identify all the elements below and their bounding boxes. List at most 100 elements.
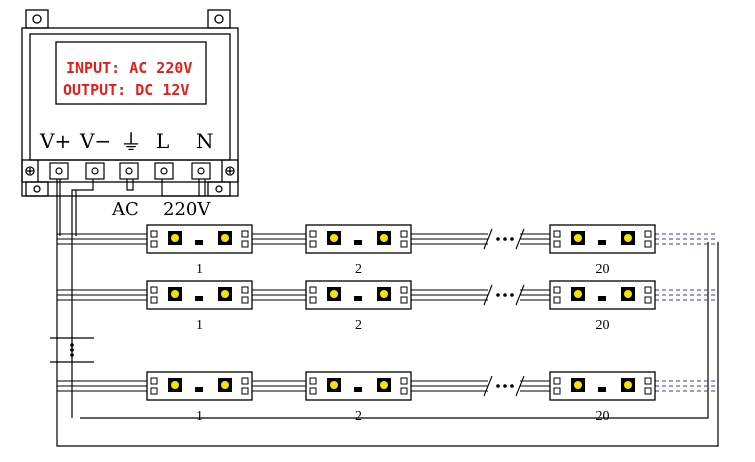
- led-emitter: [221, 381, 229, 389]
- resistor: [598, 296, 606, 301]
- power-supply: [21, 9, 239, 197]
- solder-pad: [150, 240, 158, 248]
- terminal-label-n: N: [196, 129, 214, 153]
- led-module: 1: [146, 280, 253, 333]
- led-module: 20: [549, 224, 656, 277]
- solder-pad: [241, 286, 249, 294]
- resistor: [195, 240, 203, 245]
- solder-pad: [400, 387, 408, 395]
- led-emitter: [221, 290, 229, 298]
- resistor: [354, 387, 362, 392]
- strip-row: 1 2 20: [57, 280, 718, 333]
- solder-pad: [241, 296, 249, 304]
- trunk-wires: [50, 179, 719, 447]
- cut-mark: [515, 284, 525, 306]
- resistor: [354, 240, 362, 245]
- terminal-label-vplus: V+: [39, 129, 71, 153]
- solder-pad: [309, 377, 317, 385]
- ellipsis-dot: [496, 293, 500, 297]
- led-module: 2: [305, 371, 412, 424]
- solder-pad: [553, 296, 561, 304]
- solder-pad: [309, 387, 317, 395]
- solder-pad: [644, 377, 652, 385]
- solder-pad: [644, 387, 652, 395]
- module-body: [146, 280, 253, 310]
- ac-label: AC: [111, 199, 139, 220]
- solder-pad: [400, 240, 408, 248]
- resistor: [354, 296, 362, 301]
- solder-pad: [241, 240, 249, 248]
- module-body: [146, 371, 253, 401]
- input-label: INPUT: AC 220V: [66, 59, 192, 77]
- solder-pad: [241, 377, 249, 385]
- ellipsis-dot: [496, 237, 500, 241]
- output-label: OUTPUT: DC 12V: [63, 81, 189, 99]
- voltage-label: 220V: [163, 199, 211, 220]
- solder-pad: [644, 230, 652, 238]
- solder-pad: [644, 296, 652, 304]
- solder-pad: [400, 230, 408, 238]
- led-module: 2: [305, 224, 412, 277]
- ellipsis-dot: [503, 237, 507, 241]
- led-emitter: [574, 381, 582, 389]
- ground-icon: ⏚: [120, 131, 142, 156]
- led-emitter: [624, 290, 632, 298]
- module-number: 1: [196, 409, 203, 424]
- led-emitter: [330, 381, 338, 389]
- strip-row: 1 2 20: [57, 371, 718, 424]
- ellipsis-dot: [503, 293, 507, 297]
- module-body: [549, 371, 656, 401]
- led-module: 20: [549, 280, 656, 333]
- led-emitter: [330, 290, 338, 298]
- solder-pad: [309, 286, 317, 294]
- led-module: 20: [549, 371, 656, 424]
- led-emitter: [380, 381, 388, 389]
- module-number: 20: [596, 409, 610, 424]
- led-emitter: [574, 234, 582, 242]
- cut-mark: [483, 228, 493, 250]
- ac-leads: [126, 179, 206, 197]
- terminal-screws: [49, 162, 211, 180]
- led-module: 1: [146, 371, 253, 424]
- module-number: 1: [196, 318, 203, 333]
- solder-pad: [309, 296, 317, 304]
- solder-pad: [644, 240, 652, 248]
- module-body: [305, 371, 412, 401]
- led-emitter: [330, 234, 338, 242]
- cut-mark: [483, 375, 493, 397]
- module-number: 2: [355, 318, 362, 333]
- solder-pad: [150, 296, 158, 304]
- break-dots: [70, 343, 74, 357]
- ellipsis-dot: [503, 384, 507, 388]
- solder-pad: [150, 377, 158, 385]
- solder-pad: [150, 230, 158, 238]
- module-body: [305, 280, 412, 310]
- solder-pad: [309, 240, 317, 248]
- terminal-label-vminus: V−: [79, 129, 111, 153]
- cut-mark: [483, 284, 493, 306]
- led-emitter: [221, 234, 229, 242]
- solder-pad: [644, 286, 652, 294]
- resistor: [598, 240, 606, 245]
- led-emitter: [171, 381, 179, 389]
- led-module: 2: [305, 280, 412, 333]
- solder-pad: [553, 240, 561, 248]
- solder-pad: [400, 296, 408, 304]
- solder-pad: [241, 387, 249, 395]
- module-body: [305, 224, 412, 254]
- led-emitter: [380, 234, 388, 242]
- led-emitter: [171, 290, 179, 298]
- module-number: 20: [596, 262, 610, 277]
- module-number: 20: [596, 318, 610, 333]
- solder-pad: [553, 286, 561, 294]
- led-emitter: [380, 290, 388, 298]
- led-module: 1: [146, 224, 253, 277]
- solder-pad: [309, 230, 317, 238]
- solder-pad: [400, 286, 408, 294]
- led-emitter: [171, 234, 179, 242]
- ellipsis-dot: [510, 293, 514, 297]
- terminal-label-l: L: [156, 129, 169, 153]
